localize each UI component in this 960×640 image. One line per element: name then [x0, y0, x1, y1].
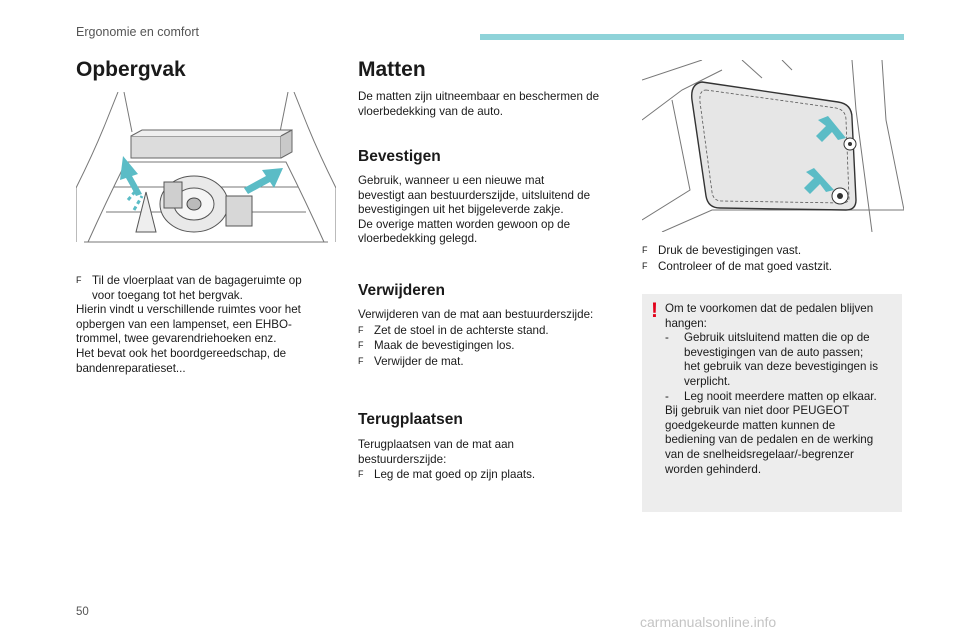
- opbergvak-line: bandenreparatieset...: [76, 361, 186, 375]
- warning-note-text: Om te voorkomen dat de pedalen blijven h…: [665, 302, 879, 476]
- trunk-storage-illustration: [76, 92, 336, 243]
- bullet-icon: F: [642, 260, 648, 271]
- bullet-icon: F: [358, 469, 364, 480]
- floor-mat-fixing-illustration: [642, 60, 904, 232]
- bullet-icon: F: [358, 340, 364, 351]
- warning-icon: !: [651, 299, 658, 322]
- warning-note-box: [642, 294, 902, 512]
- opbergvak-line: Hierin vindt u verschillende ruimtes voo…: [76, 303, 301, 317]
- bevestigen-text: Gebruik, wanneer u een nieuwe mat bevest…: [358, 174, 591, 246]
- opbergvak-line: opbergen van een lampenset, een EHBO-: [76, 317, 292, 331]
- opbergvak-line: voor toegang tot het bergvak.: [92, 288, 243, 302]
- page-number: 50: [76, 606, 89, 618]
- bullet-icon: F: [642, 245, 648, 255]
- opbergvak-title: Opbergvak: [76, 58, 186, 81]
- header-accent-bar: [480, 34, 904, 40]
- matten-intro: De matten zijn uitneembaar en beschermen…: [358, 90, 600, 118]
- verwijderen-heading: Verwijderen: [358, 282, 446, 299]
- bullet-icon: F: [76, 275, 82, 285]
- opbergvak-line: trommel, twee gevarendriehoeken enz.: [76, 332, 277, 346]
- bevestigen-heading: Bevestigen: [358, 148, 441, 165]
- terugplaatsen-text: Terugplaatsen van de mat aan bestuurders…: [358, 438, 536, 482]
- bullet-icon: F: [358, 324, 364, 335]
- section-header: Ergonomie en comfort: [76, 25, 199, 39]
- opbergvak-line: Het bevat ook het boordgereedschap, de: [76, 346, 287, 360]
- watermark: carmanualsonline.info: [640, 614, 777, 630]
- bullet-icon: F: [358, 355, 364, 366]
- matten-title: Matten: [358, 58, 426, 81]
- terugplaatsen-heading: Terugplaatsen: [358, 411, 463, 428]
- verwijderen-text: Verwijderen van de mat aan bestuurderszi…: [358, 308, 594, 368]
